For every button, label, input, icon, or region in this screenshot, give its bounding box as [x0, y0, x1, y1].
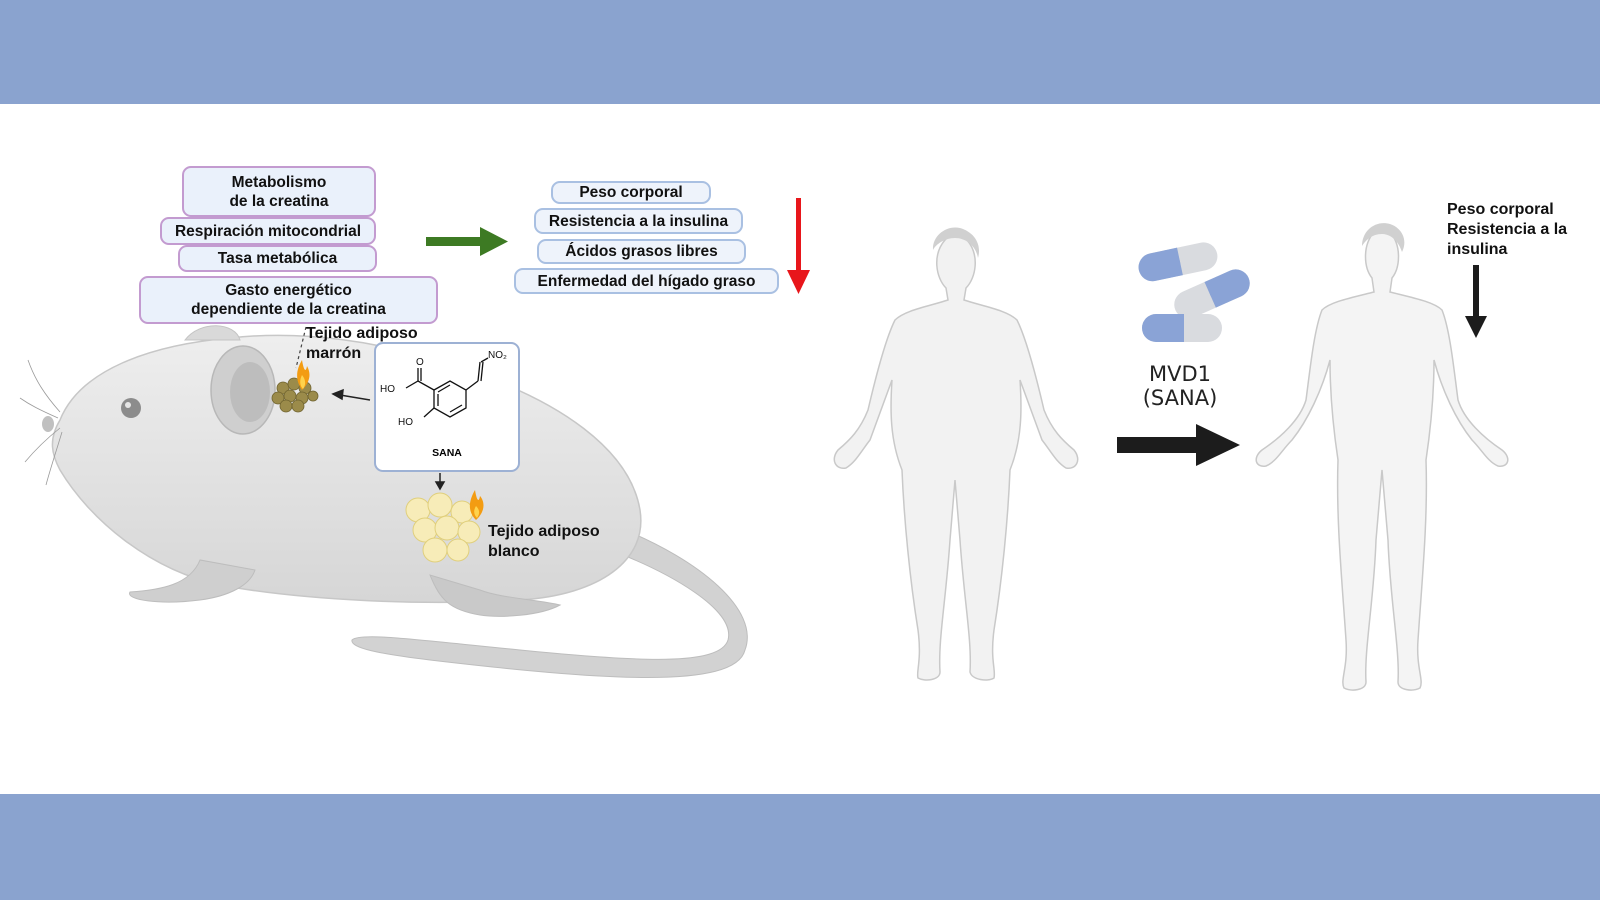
- label-white-fat: Tejido adiposo blanco: [488, 522, 600, 562]
- pill-creatine-metabolism-line1: Metabolismo: [231, 173, 327, 191]
- pill-insulin-resistance-label: Resistencia a la insulina: [548, 212, 729, 230]
- compound-name: SANA: [432, 447, 462, 459]
- human-lean-figure: [1255, 223, 1509, 691]
- drug-label: MVD1 (SANA): [1110, 362, 1250, 410]
- label-white-fat-line1: Tejido adiposo: [488, 523, 600, 540]
- pill-energy-expenditure-line1: Gasto energético: [225, 282, 352, 299]
- pill-metabolic-rate: Tasa metabólica: [178, 245, 377, 272]
- human-outcome-line2: Resistencia a la: [1447, 221, 1568, 238]
- pill-creatine-metabolism-line2: de la creatina: [229, 192, 329, 210]
- drug-name: MVD1: [1148, 362, 1211, 386]
- flame-icon: [297, 360, 310, 390]
- pill-insulin-resistance: Resistencia a la insulina: [534, 208, 743, 234]
- pill-free-fatty-acids-label: Ácidos grasos libres: [565, 243, 718, 260]
- pill-free-fatty-acids: Ácidos grasos libres: [537, 239, 746, 264]
- pill-energy-expenditure: Gasto energético dependiente de la creat…: [139, 276, 438, 324]
- black-down-arrow: [1465, 265, 1487, 338]
- chem-carbonyl-o: O: [416, 357, 424, 368]
- brown-fat-cluster: [271, 377, 319, 413]
- pill-metabolic-rate-label: Tasa metabólica: [217, 250, 338, 267]
- capsule-icon: [1138, 242, 1250, 342]
- sana-structure: [405, 357, 489, 418]
- label-white-fat-line2: blanco: [488, 543, 540, 560]
- human-outcome-line3: insulina: [1447, 241, 1508, 258]
- pill-body-weight: Peso corporal: [551, 181, 711, 204]
- pill-creatine-metabolism: Metabolismo de la creatina: [182, 166, 376, 217]
- chem-nitro: NO₂: [488, 350, 507, 361]
- label-brown-fat-line1: Tejido adiposo: [306, 325, 418, 342]
- pill-energy-expenditure-line2: dependiente de la creatina: [191, 301, 386, 318]
- human-outcome-label: Peso corporal Resistencia a la insulina: [1447, 200, 1567, 260]
- top-band: [0, 0, 1600, 104]
- compound-structure-box: NO₂ O HO HO SANA: [374, 342, 520, 472]
- pill-mitochondrial-respiration-label: Respiración mitocondrial: [174, 222, 362, 240]
- pill-fatty-liver-label: Enfermedad del hígado graso: [537, 272, 756, 290]
- red-down-arrow: [787, 198, 810, 294]
- chem-acid-ho: HO: [380, 384, 395, 395]
- pill-fatty-liver: Enfermedad del hígado graso: [514, 268, 779, 294]
- green-arrow: [426, 227, 508, 256]
- pill-body-weight-label: Peso corporal: [579, 184, 683, 201]
- drug-paren: (SANA): [1142, 386, 1218, 410]
- pill-mitochondrial-respiration: Respiración mitocondrial: [160, 217, 376, 245]
- human-outcome-line1: Peso corporal: [1447, 201, 1554, 218]
- compound-arrows: [331, 388, 446, 491]
- flame-icon: [469, 490, 484, 520]
- chem-phenol-ho: HO: [398, 417, 413, 428]
- white-fat-cluster: [405, 492, 481, 563]
- label-brown-fat: Tejido adiposo marrón: [306, 324, 418, 364]
- human-obese-figure: [833, 227, 1079, 681]
- bottom-band: [0, 794, 1600, 900]
- label-brown-fat-line2: marrón: [306, 345, 362, 362]
- black-right-arrow: [1117, 424, 1240, 466]
